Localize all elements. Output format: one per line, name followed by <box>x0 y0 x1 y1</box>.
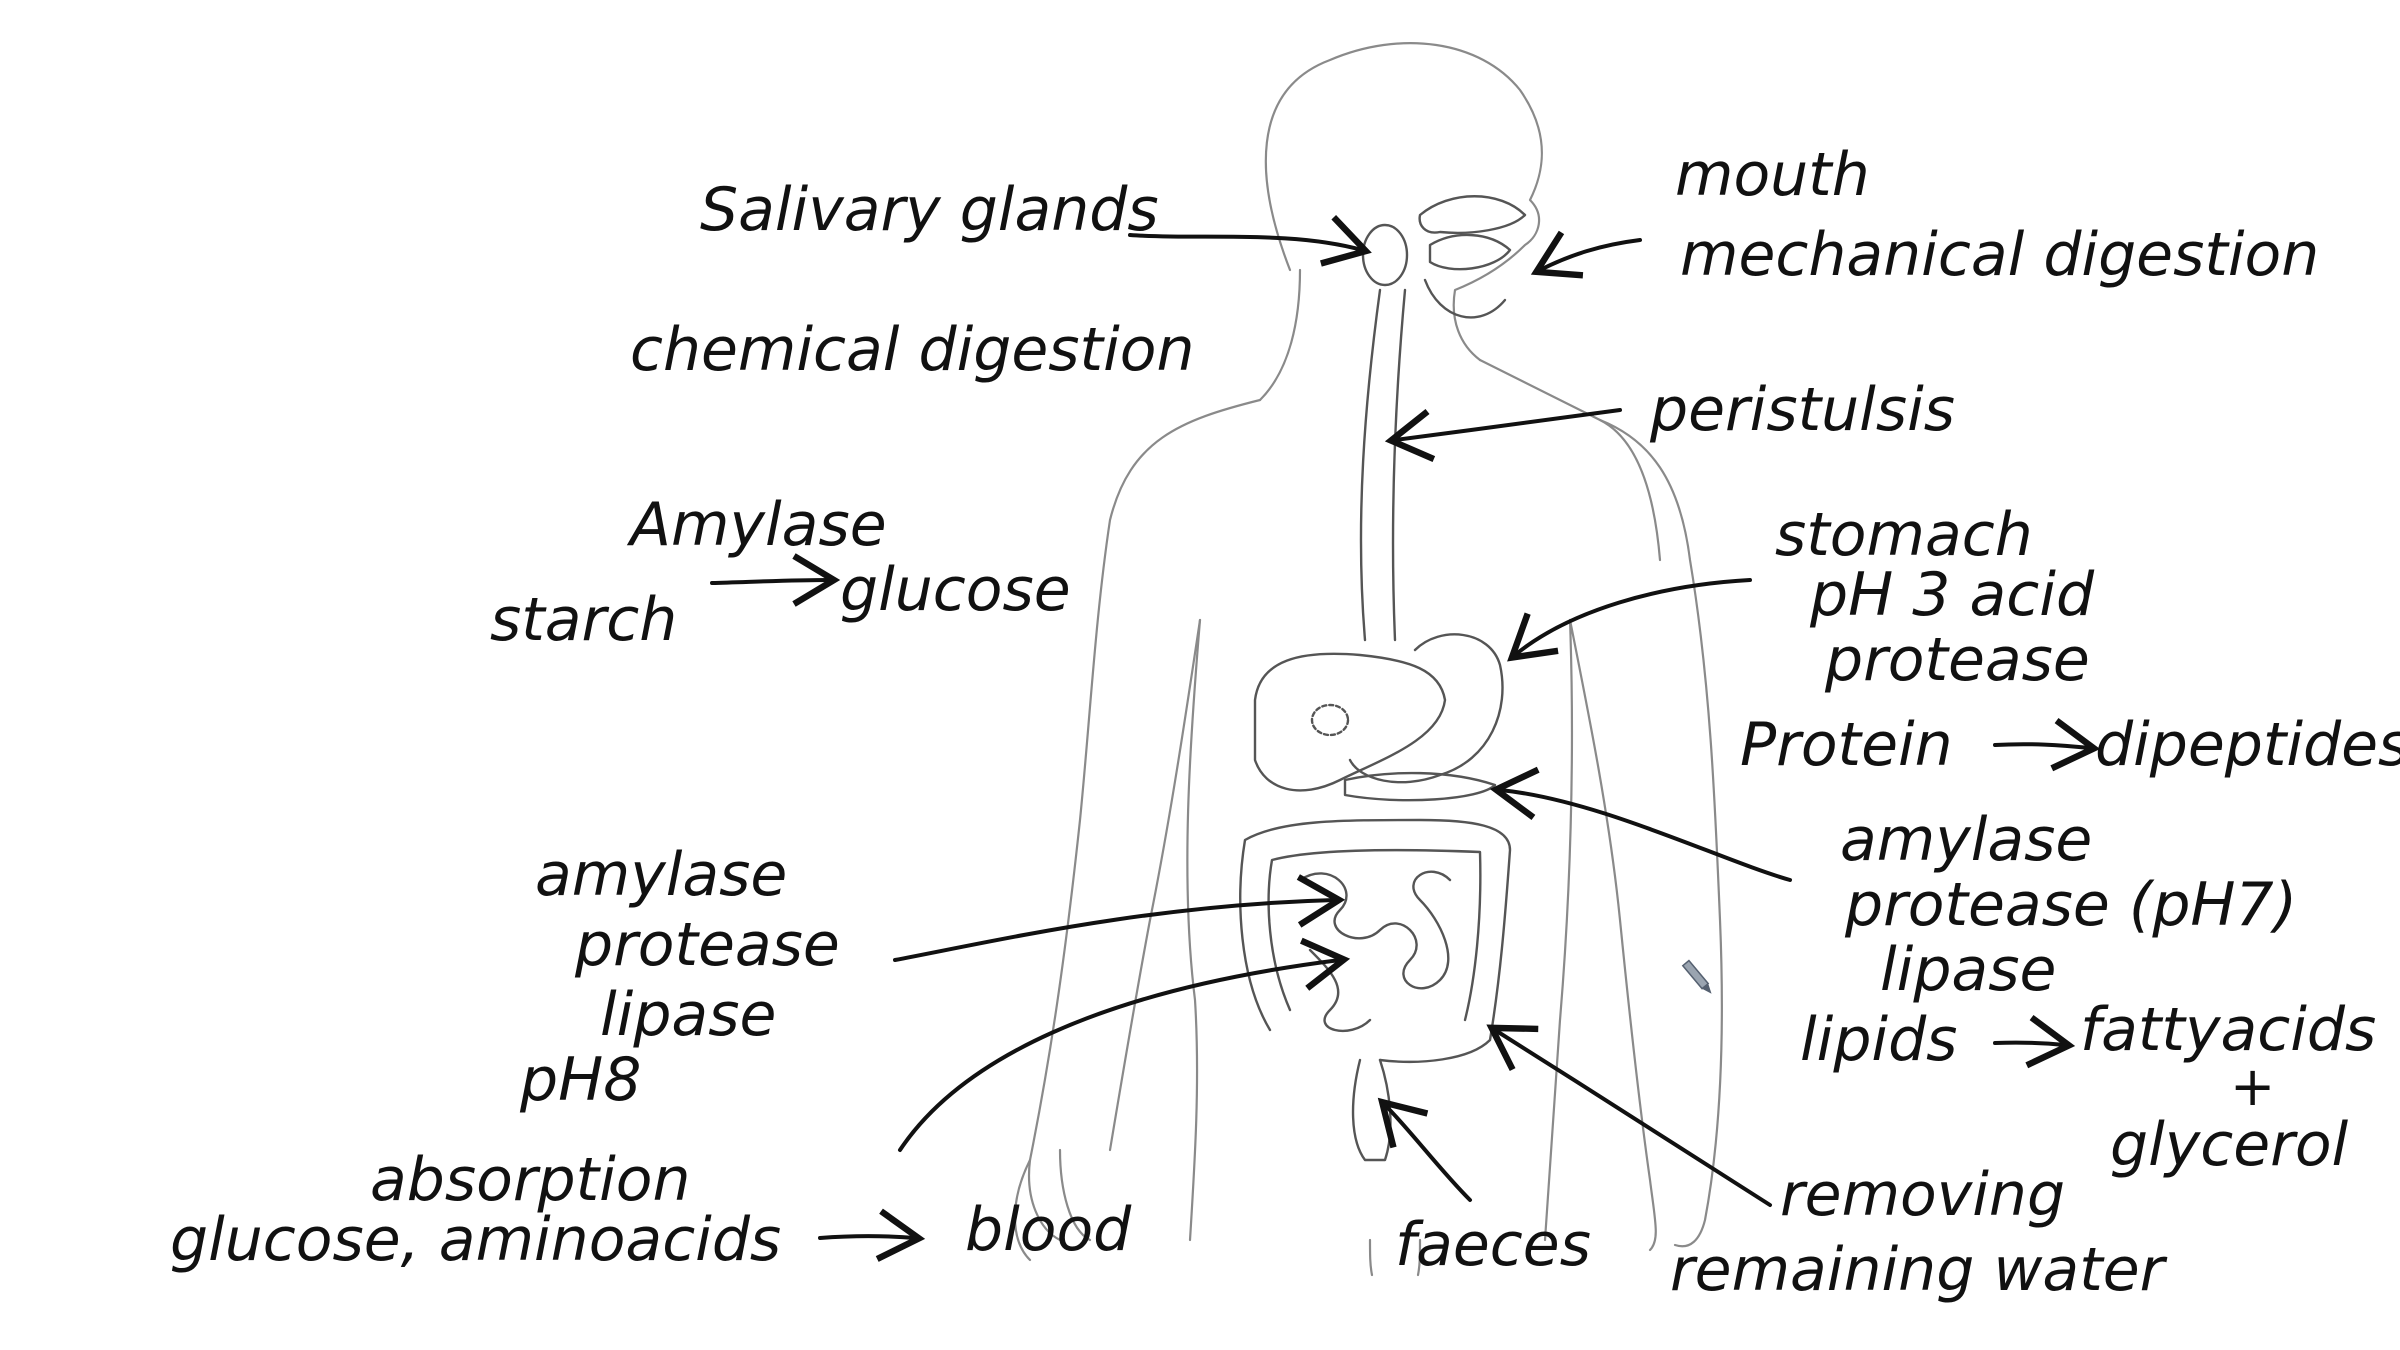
label-amylase-top: Amylase <box>626 490 887 560</box>
label-chemical-digestion: chemical digestion <box>630 315 1195 385</box>
arrow-peristalsis <box>1384 408 1622 462</box>
label-lipids: lipids <box>1800 1005 1957 1075</box>
label-dipeptides: dipeptides <box>2095 710 2400 780</box>
arrow-protein-dipeptides <box>1993 717 2101 772</box>
label-amylase-left: amylase <box>535 840 787 910</box>
label-protein: Protein <box>1740 710 1953 780</box>
label-glucose: glucose <box>840 555 1071 625</box>
label-salivary: Salivary glands <box>700 175 1159 245</box>
arrow-stomach <box>1507 578 1752 662</box>
label-lipase-left: lipase <box>600 980 776 1050</box>
label-lipase-right: lipase <box>1880 935 2056 1005</box>
digestive-organs <box>1239 195 1527 1162</box>
arrow-pancreas <box>1489 766 1792 882</box>
arrow-small-intestine-enzymes <box>893 874 1346 962</box>
labels-right: mouth mechanical digestion peristulsis s… <box>1649 140 2400 1305</box>
gallbladder-shape <box>1310 703 1350 737</box>
right-arm-inner <box>1568 618 1657 1252</box>
label-mechanical-digestion: mechanical digestion <box>1680 220 2319 290</box>
label-stomach: stomach <box>1775 500 2033 570</box>
right-torso <box>1543 618 1574 1242</box>
arrow-lipids-fattyacids <box>1993 1014 2076 1069</box>
pancreas-shape <box>1343 771 1497 802</box>
body-outline <box>1014 42 1723 1277</box>
label-glucose-amino: glucose, aminoacids <box>170 1205 781 1275</box>
left-torso <box>1186 618 1202 1242</box>
right-arm-outer <box>1598 418 1723 1248</box>
pointer-lines <box>710 215 2101 1262</box>
label-glycerol: glycerol <box>2110 1110 2349 1180</box>
label-starch: starch <box>490 585 677 655</box>
label-amylase-right: amylase <box>1840 805 2092 875</box>
label-mouth: mouth <box>1675 140 1870 210</box>
label-ph8: pH8 <box>519 1045 641 1115</box>
left-arm-outer <box>1027 398 1262 1242</box>
label-absorption: absorption <box>370 1145 691 1215</box>
label-peristalsis: peristulsis <box>1649 375 1955 445</box>
oesophagus-left <box>1359 288 1382 642</box>
legs <box>1368 1238 1422 1277</box>
left-arm-inner <box>1108 618 1202 1152</box>
arrow-starch-glucose <box>710 553 841 607</box>
neck-right <box>1478 358 1662 562</box>
label-removing: removing <box>1780 1160 2065 1230</box>
tongue <box>1428 233 1512 271</box>
arrow-faeces <box>1377 1097 1472 1202</box>
stomach-shape <box>1348 633 1504 784</box>
large-intestine-inner <box>1267 848 1482 1022</box>
label-blood: blood <box>965 1195 1132 1265</box>
label-faeces: faeces <box>1395 1210 1591 1280</box>
labels-left: Salivary glands chemical digestion Amyla… <box>170 175 1591 1280</box>
label-protease-ph7: protease (pH7) <box>1844 870 2297 940</box>
liver-shape <box>1253 652 1447 792</box>
arrow-removing-water <box>1486 1024 1772 1207</box>
arrow-mouth <box>1530 230 1642 279</box>
label-remaining-water: remaining water <box>1670 1235 2168 1305</box>
arrow-absorption <box>898 937 1351 1152</box>
neck-left <box>1258 268 1302 402</box>
rectum-shape <box>1351 1058 1392 1162</box>
pen-cursor-icon <box>1681 959 1712 994</box>
label-ph3-acid: pH 3 acid <box>1809 560 2095 630</box>
arrow-salivary <box>1128 215 1372 267</box>
label-plus: + <box>2230 1055 2275 1118</box>
label-protease-left: protease <box>574 910 840 980</box>
oral-cavity <box>1418 195 1527 235</box>
oesophagus-right <box>1391 288 1407 642</box>
small-intestine-shape <box>1298 870 1452 1033</box>
label-fatty-acids: fattyacids <box>2080 995 2376 1065</box>
left-hand <box>1014 1148 1092 1262</box>
salivary-gland-shape <box>1361 223 1409 287</box>
large-intestine-shape <box>1239 818 1512 1063</box>
arrow-to-blood <box>818 1208 926 1262</box>
head-outline <box>1264 42 1543 362</box>
label-protease-stomach: protease <box>1824 625 2090 695</box>
jaw <box>1423 278 1507 319</box>
